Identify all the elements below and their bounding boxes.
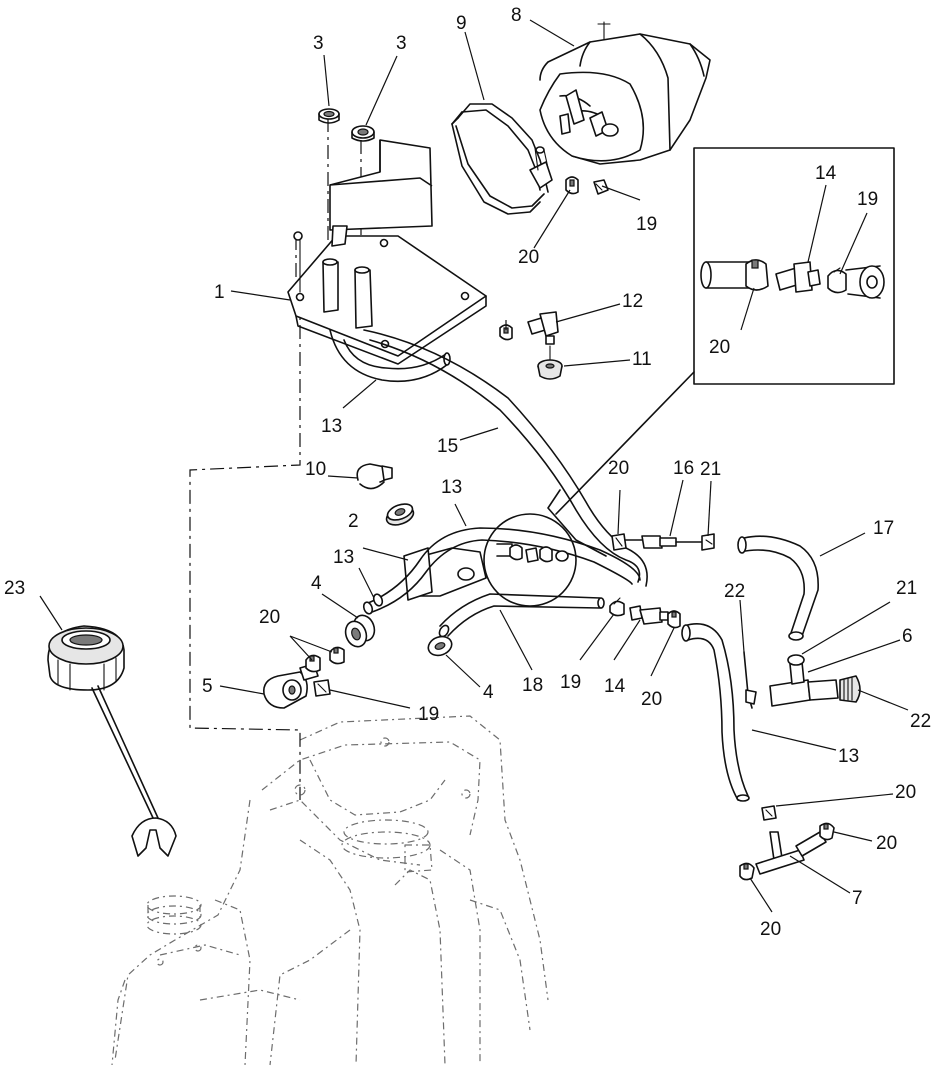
detail-circle	[483, 371, 695, 607]
hose-clamp-12-20	[499, 324, 513, 341]
callout-10: 10	[305, 459, 326, 480]
callout-21a: 21	[700, 459, 721, 480]
elbow-fitting	[527, 311, 559, 345]
callout-18: 18	[522, 675, 543, 696]
callout-15: 15	[437, 436, 458, 457]
callout-13a: 13	[321, 416, 342, 437]
callout-19c: 19	[560, 672, 581, 693]
hose-clamp-left-19	[313, 679, 331, 697]
callout-labels: 1 2 3 3 4 4 5 6 7 8 9 10 11 12 13 13 13 …	[4, 5, 931, 940]
callout-17: 17	[873, 518, 894, 539]
callout-9: 9	[456, 13, 467, 34]
hose-clamp-right-19	[609, 597, 625, 617]
clip-22	[743, 651, 757, 709]
hose-clamp-left-20a	[305, 654, 321, 673]
rubber-foot	[537, 345, 563, 380]
leader-lines	[39, 19, 909, 913]
callout-1: 1	[214, 282, 225, 303]
callout-19b: 19	[857, 189, 878, 210]
callout-19a: 19	[636, 214, 657, 235]
rollover-valve-5	[262, 663, 319, 709]
callout-5: 5	[202, 676, 213, 697]
hose-clamp-16-20	[611, 533, 627, 551]
hose-clamp-left-20b	[329, 646, 345, 665]
hose-clamp-right-20	[667, 610, 681, 629]
tee-fitting-7	[755, 831, 827, 875]
grommet-upper-right	[351, 125, 375, 142]
callout-23: 23	[4, 578, 25, 599]
grommet-upper-left	[318, 108, 340, 124]
callout-6: 6	[902, 626, 913, 647]
callout-20h: 20	[760, 919, 781, 940]
callout-20f: 20	[895, 782, 916, 803]
mounting-bracket	[287, 139, 487, 365]
callout-20c: 20	[608, 458, 629, 479]
bracket-grommet	[385, 503, 415, 526]
fuel-cap	[47, 625, 125, 691]
callout-20a: 20	[518, 247, 539, 268]
tee-fitting-6	[769, 654, 839, 707]
callout-16: 16	[673, 458, 694, 479]
hose-clamp-7-left	[739, 862, 755, 881]
callout-13d: 13	[838, 746, 859, 767]
callout-12: 12	[622, 291, 643, 312]
vent-hose-18	[438, 593, 605, 638]
callout-14b: 14	[604, 676, 626, 697]
callout-13b: 13	[441, 477, 462, 498]
callout-13c: 13	[333, 547, 354, 568]
callout-20e: 20	[641, 689, 662, 710]
check-valve-14	[629, 605, 669, 625]
fuel-tank-outline	[111, 715, 549, 1066]
callout-22b: 22	[910, 711, 931, 732]
grommet-4-left	[344, 614, 376, 648]
hose-clamp-canister-19	[593, 179, 609, 195]
callout-14a: 14	[815, 163, 837, 184]
callout-2: 2	[348, 511, 359, 532]
callout-19d: 19	[418, 704, 439, 725]
callout-8: 8	[511, 5, 522, 26]
callout-11: 11	[632, 349, 652, 370]
vent-hose-13-lower	[681, 623, 750, 802]
callout-3a: 3	[313, 33, 324, 54]
hose-connector-16	[623, 535, 703, 549]
hose-clamp-canister-20	[565, 176, 579, 195]
callout-4b: 4	[483, 682, 494, 703]
callout-20g: 20	[876, 833, 897, 854]
detail-box	[693, 147, 895, 385]
callout-20d: 20	[259, 607, 280, 628]
hose-clamp-16-21	[701, 533, 715, 551]
callout-7: 7	[852, 888, 863, 909]
cap-22	[839, 675, 861, 703]
tank-filler-neck	[147, 844, 433, 920]
hose-bracket	[403, 547, 487, 601]
callout-4a: 4	[311, 573, 322, 594]
hose-clamp-7-right	[819, 822, 835, 841]
vent-hose-15	[363, 329, 648, 587]
fuel-cap-tether	[91, 685, 177, 857]
vent-hose-17	[737, 535, 819, 641]
vent-hose-13-center	[362, 527, 641, 615]
callout-20b: 20	[709, 337, 730, 358]
hose-clamp-7-top	[761, 805, 777, 821]
callout-21b: 21	[896, 578, 917, 599]
hose-clip-10	[356, 463, 393, 490]
canister-strap	[451, 103, 553, 215]
charcoal-canister	[539, 21, 711, 165]
grommet-4-right	[427, 635, 453, 657]
callout-3b: 3	[396, 33, 407, 54]
callout-22a: 22	[724, 581, 745, 602]
